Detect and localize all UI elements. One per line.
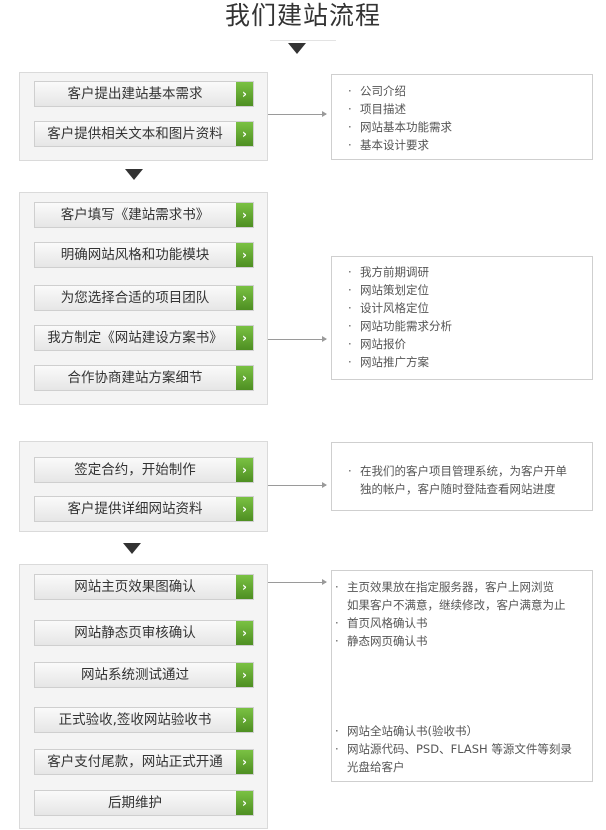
step-button[interactable]: 网站系统测试通过 › (34, 662, 254, 688)
chevron-right-icon: › (236, 575, 253, 599)
bullet-dot-icon: · (348, 355, 352, 369)
step-label: 网站系统测试通过 (81, 667, 189, 683)
bullet-dot-icon: · (335, 634, 339, 648)
step-label: 客户提供详细网站资料 (67, 501, 203, 517)
step-button[interactable]: 客户填写《建站需求书》 › (34, 202, 254, 228)
connector-arrow (268, 579, 327, 585)
bullet-dot-icon: · (348, 301, 352, 315)
bullet-dot-icon: · (348, 283, 352, 297)
chevron-right-icon: › (236, 366, 253, 390)
step-label: 网站主页效果图确认 (74, 579, 196, 595)
stage-note-3: ·在我们的客户项目管理系统，为客户开单 独的帐户，客户随时登陆查看网站进度 (331, 442, 593, 511)
note-item: ·项目描述 (348, 102, 406, 116)
stage-group-2: 客户填写《建站需求书》 › 明确网站风格和功能模块 › 为您选择合适的项目团队 … (19, 192, 268, 405)
step-button[interactable]: 网站静态页审核确认 › (34, 620, 254, 646)
stage-group-3: 签定合约，开始制作 › 客户提供详细网站资料 › (19, 441, 268, 532)
chevron-right-icon: › (236, 708, 253, 732)
note-item: ·网站推广方案 (348, 355, 429, 369)
step-button[interactable]: 合作协商建站方案细节 › (34, 365, 254, 391)
bullet-dot-icon: · (335, 742, 339, 756)
bullet-dot-icon: · (348, 84, 352, 98)
chevron-right-icon: › (236, 122, 253, 146)
step-button[interactable]: 客户提出建站基本需求 › (34, 81, 254, 107)
down-arrow-icon (123, 543, 141, 554)
step-button[interactable]: 签定合约，开始制作 › (34, 457, 254, 483)
note-item: ·网站功能需求分析 (348, 319, 452, 333)
chevron-right-icon: › (236, 621, 253, 645)
chevron-right-icon: › (236, 750, 253, 774)
step-button[interactable]: 明确网站风格和功能模块 › (34, 242, 254, 268)
bullet-dot-icon: · (335, 616, 339, 630)
step-label: 为您选择合适的项目团队 (60, 290, 210, 306)
chevron-right-icon: › (236, 203, 253, 227)
chevron-right-icon: › (236, 497, 253, 521)
step-label: 签定合约，开始制作 (74, 462, 196, 478)
down-arrow-icon (125, 169, 143, 180)
note-item: ·网站源代码、PSD、FLASH 等源文件等刻录 (335, 742, 572, 756)
chevron-right-icon: › (236, 286, 253, 310)
step-label: 合作协商建站方案细节 (67, 370, 203, 386)
note-item: ·网站基本功能需求 (348, 120, 452, 134)
chevron-right-icon: › (236, 791, 253, 815)
chevron-right-icon: › (236, 82, 253, 106)
bullet-dot-icon: · (348, 265, 352, 279)
note-item: 独的帐户，客户随时登陆查看网站进度 (360, 482, 556, 496)
bullet-dot-icon: · (348, 102, 352, 116)
note-item: ·网站策划定位 (348, 283, 429, 297)
connector-arrow (268, 111, 327, 117)
bullet-dot-icon: · (348, 120, 352, 134)
step-button[interactable]: 网站主页效果图确认 › (34, 574, 254, 600)
note-item: 光盘给客户 (347, 760, 405, 774)
title-divider (270, 40, 336, 41)
note-item: ·我方前期调研 (348, 265, 429, 279)
step-label: 后期维护 (108, 795, 162, 811)
step-label: 客户提供相关文本和图片资料 (47, 126, 223, 142)
step-label: 明确网站风格和功能模块 (60, 247, 210, 263)
chevron-right-icon: › (236, 458, 253, 482)
bullet-dot-icon: · (348, 464, 352, 478)
bullet-dot-icon: · (335, 580, 339, 594)
step-label: 客户提出建站基本需求 (67, 86, 203, 102)
step-button[interactable]: 正式验收,签收网站验收书 › (34, 707, 254, 733)
step-label: 客户支付尾款，网站正式开通 (47, 754, 223, 770)
note-item: ·网站全站确认书(验收书） (335, 724, 478, 738)
stage-note-2: ·我方前期调研 ·网站策划定位 ·设计风格定位 ·网站功能需求分析 ·网站报价 … (331, 256, 593, 380)
note-item: ·公司介绍 (348, 84, 406, 98)
note-item: 如果客户不满意，继续修改，客户满意为止 (347, 598, 566, 612)
step-button[interactable]: 客户提供详细网站资料 › (34, 496, 254, 522)
connector-arrow (268, 482, 327, 488)
stage-group-1: 客户提出建站基本需求 › 客户提供相关文本和图片资料 › (19, 72, 268, 161)
step-button[interactable]: 客户支付尾款，网站正式开通 › (34, 749, 254, 775)
stage-note-1: ·公司介绍 ·项目描述 ·网站基本功能需求 ·基本设计要求 (331, 74, 593, 160)
chevron-right-icon: › (236, 663, 253, 687)
note-item: ·主页效果放在指定服务器，客户上网浏览 (335, 580, 554, 594)
page-title: 我们建站流程 (224, 1, 381, 30)
chevron-right-icon: › (236, 243, 253, 267)
step-button[interactable]: 客户提供相关文本和图片资料 › (34, 121, 254, 147)
bullet-dot-icon: · (335, 724, 339, 738)
chevron-right-icon: › (236, 326, 253, 350)
note-item: ·首页风格确认书 (335, 616, 428, 630)
step-label: 网站静态页审核确认 (74, 625, 196, 641)
note-item: ·设计风格定位 (348, 301, 429, 315)
connector-arrow (268, 336, 327, 342)
bullet-dot-icon: · (348, 319, 352, 333)
step-button[interactable]: 为您选择合适的项目团队 › (34, 285, 254, 311)
bullet-dot-icon: · (348, 337, 352, 351)
note-item: ·基本设计要求 (348, 138, 429, 152)
note-item: ·在我们的客户项目管理系统，为客户开单 (348, 464, 567, 478)
stage-note-4: ·主页效果放在指定服务器，客户上网浏览 如果客户不满意，继续修改，客户满意为止 … (331, 570, 593, 782)
note-item: ·网站报价 (348, 337, 406, 351)
note-item: ·静态网页确认书 (335, 634, 428, 648)
step-button[interactable]: 后期维护 › (34, 790, 254, 816)
bullet-dot-icon: · (348, 138, 352, 152)
step-label: 客户填写《建站需求书》 (60, 207, 210, 223)
step-label: 我方制定《网站建设方案书》 (47, 330, 223, 346)
down-arrow-icon (288, 43, 306, 54)
step-button[interactable]: 我方制定《网站建设方案书》 › (34, 325, 254, 351)
stage-group-4: 网站主页效果图确认 › 网站静态页审核确认 › 网站系统测试通过 › 正式验收,… (19, 564, 268, 829)
step-label: 正式验收,签收网站验收书 (58, 712, 212, 728)
